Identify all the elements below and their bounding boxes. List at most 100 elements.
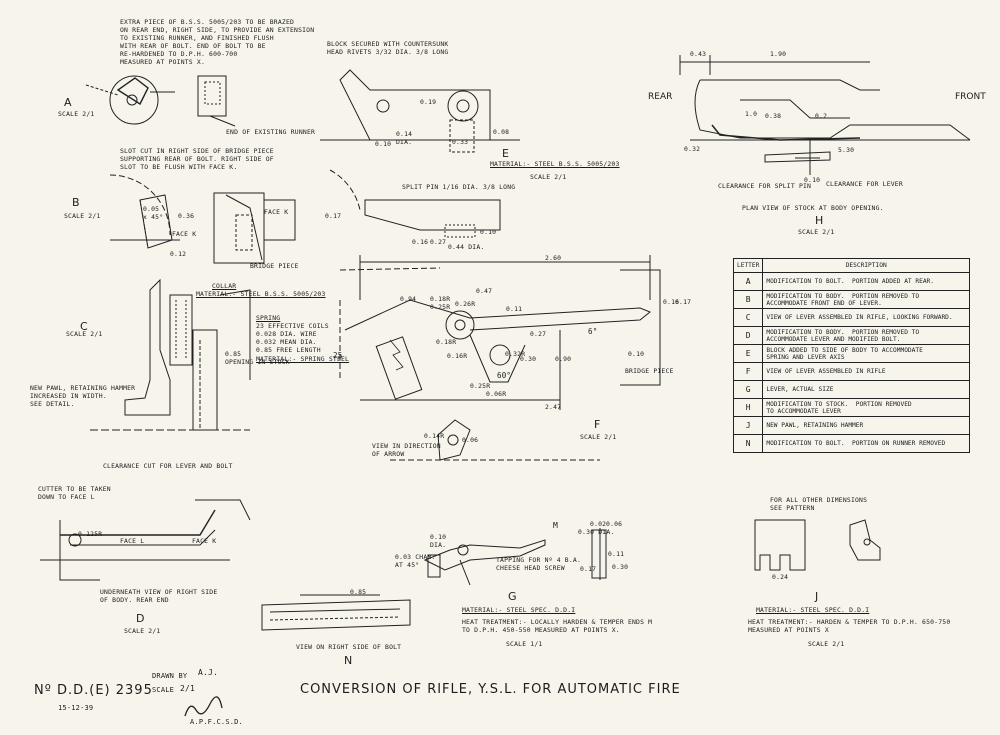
view-g-dim-7: 0.17	[580, 565, 597, 573]
view-j-letter: J	[815, 590, 819, 603]
legend-description: VIEW OF LEVER ASSEMBLED IN RIFLE, LOOKIN…	[762, 308, 970, 327]
view-g-m: M	[553, 521, 559, 530]
legend-letter: N	[732, 434, 764, 453]
view-j-material: MATERIAL:- STEEL SPEC. D.D.I	[756, 606, 870, 614]
view-f-dim-15: 0.06R	[486, 390, 507, 398]
view-g-dim-4: 0.30 DIA.	[578, 528, 615, 536]
view-g-dim-1: 0.10 DIA.	[430, 533, 447, 549]
view-h-title: PLAN VIEW OF STOCK AT BODY OPENING.	[742, 204, 884, 212]
view-e-scale: SCALE 2/1	[530, 173, 567, 181]
view-f-dim-8: 0.16	[663, 298, 680, 306]
view-f-dim-13: 0.32R	[505, 350, 526, 358]
scale-value: 2/1	[180, 684, 196, 693]
view-a-drawing	[85, 75, 236, 127]
view-h-dim-2: 1.90	[770, 50, 787, 58]
legend-letter: F	[732, 362, 764, 381]
view-b-dim-1: 0.05 x 45°	[143, 205, 164, 221]
view-h-clear-pin: CLEARANCE FOR SPLIT PIN	[718, 182, 812, 190]
legend-description: LEVER, ACTUAL SIZE	[762, 380, 970, 399]
view-e-material: MATERIAL:- STEEL B.S.S. 5005/203	[490, 160, 620, 168]
legend-letter: J	[732, 416, 764, 435]
view-c-collar: COLLAR	[212, 282, 237, 290]
view-d-cutter: CUTTER TO BE TAKEN DOWN TO FACE L	[38, 485, 111, 501]
view-h-dim-7: 0.32	[684, 145, 701, 153]
view-d-r: 0.125R	[78, 530, 103, 538]
view-h-front: FRONT	[955, 92, 986, 102]
legend-description: MODIFICATION TO BOLT. PORTION ON RUNNER …	[762, 434, 970, 453]
view-d-clearance: CLEARANCE CUT FOR LEVER AND BOLT	[103, 462, 233, 470]
view-f-dim-12: 0.90	[555, 355, 572, 363]
view-a-letter: A	[64, 96, 72, 109]
view-e-dim-5: 0.14 DIA.	[396, 130, 413, 146]
legend-description: MODIFICATION TO BOLT. PORTION ADDED AT R…	[762, 272, 970, 291]
view-n-view: VIEW ON RIGHT SIDE OF BOLT	[296, 643, 402, 651]
view-e-dim-10: 0.10	[480, 228, 497, 236]
view-c-scale: SCALE 2/1	[66, 330, 103, 338]
view-b-face-k2: FACE K	[172, 230, 197, 238]
view-g-dim-5: 0.11	[608, 550, 625, 558]
legend-description: BLOCK ADDED TO SIDE OF BODY TO ACCOMMODA…	[762, 344, 970, 363]
view-f-dim-9: 0.17	[675, 298, 692, 306]
view-f-dim-16: 0.18R	[436, 338, 457, 346]
view-j-scale: SCALE 2/1	[808, 640, 845, 648]
view-g-heat: HEAT TREATMENT:- LOCALLY HARDEN & TEMPER…	[462, 618, 653, 634]
view-c-collar-material: MATERIAL:- STEEL B.S.S. 5005/203	[196, 290, 326, 298]
legend-header-letter: LETTER	[732, 258, 764, 273]
legend-letter: H	[732, 398, 764, 417]
view-h-letter: H	[815, 214, 824, 227]
view-j-drawing	[754, 519, 881, 571]
view-c-spring-material: MATERIAL:- SPRING STEEL	[256, 355, 350, 363]
view-f-dim-19: 0.14R	[424, 432, 445, 440]
view-b-scale: SCALE 2/1	[64, 212, 101, 220]
view-f-dim-10: 0.10	[628, 350, 645, 358]
view-e-dim-1: 0.10	[375, 140, 392, 148]
signature-title: A.P.F.C.S.D.	[190, 718, 243, 726]
view-b-letter: B	[72, 196, 80, 209]
legend-description: VIEW OF LEVER ASSEMBLED IN RIFLE	[762, 362, 970, 381]
view-f-dim-18: 0.27	[530, 330, 547, 338]
view-g-dim-3: 0.06	[606, 520, 623, 528]
view-g-dim-2: 0.02	[590, 520, 607, 528]
legend-description: MODIFICATION TO BODY. PORTION REMOVED TO…	[762, 290, 970, 309]
drawing-date: 15-12-39	[58, 704, 94, 712]
view-c-letter: C	[80, 320, 88, 333]
view-h-dim-6: 5.30	[838, 146, 855, 154]
legend-letter: B	[732, 290, 764, 309]
view-e-dim-9: 0.44 DIA.	[448, 243, 485, 251]
view-e-dim-4: 0.08	[493, 128, 510, 136]
legend-letter: E	[732, 344, 764, 363]
view-f-dim-20: 0.06	[462, 436, 479, 444]
view-e-dim-3: 0.33	[452, 138, 469, 146]
legend-header-description: DESCRIPTION	[762, 258, 970, 273]
view-f-dim-11: 0.30	[520, 355, 537, 363]
view-b-note: SLOT CUT IN RIGHT SIDE OF BRIDGE PIECE S…	[120, 147, 274, 171]
view-c-opening: 0.85 OPENING IN STOCK	[225, 350, 290, 366]
view-g-scale: SCALE 1/1	[506, 640, 543, 648]
view-a-scale: SCALE 2/1	[58, 110, 95, 118]
view-e-split-pin: SPLIT PIN 1/16 DIA. 3/8 LONG	[402, 183, 516, 191]
view-f-letter: F	[594, 418, 601, 431]
view-a-runner-note: END OF EXISTING RUNNER	[226, 128, 316, 136]
view-e-dim-2: 0.19	[420, 98, 437, 106]
view-g-drawing	[423, 528, 607, 586]
view-b-drawing	[109, 174, 296, 264]
legend-description: MODIFICATION TO STOCK. PORTION REMOVED T…	[762, 398, 970, 417]
view-g-tapping: TAPPING FOR Nº 4 B.A. CHEESE HEAD SCREW	[496, 556, 581, 572]
drawing-title: CONVERSION OF RIFLE, Y.S.L. FOR AUTOMATI…	[300, 682, 681, 697]
view-f-angle-3: 60°	[497, 371, 512, 380]
view-e-block-note: BLOCK SECURED WITH COUNTERSUNK HEAD RIVE…	[327, 40, 449, 56]
view-e-dim-6: 0.17	[325, 212, 342, 220]
view-h-dim-5: 0.2	[815, 112, 828, 120]
legend-letter: C	[732, 308, 764, 327]
view-c-pawl-note: NEW PAWL, RETAINING HAMMER INCREASED IN …	[30, 384, 136, 408]
signature-mark	[184, 696, 223, 717]
drawn-by-value: A.J.	[198, 668, 219, 677]
